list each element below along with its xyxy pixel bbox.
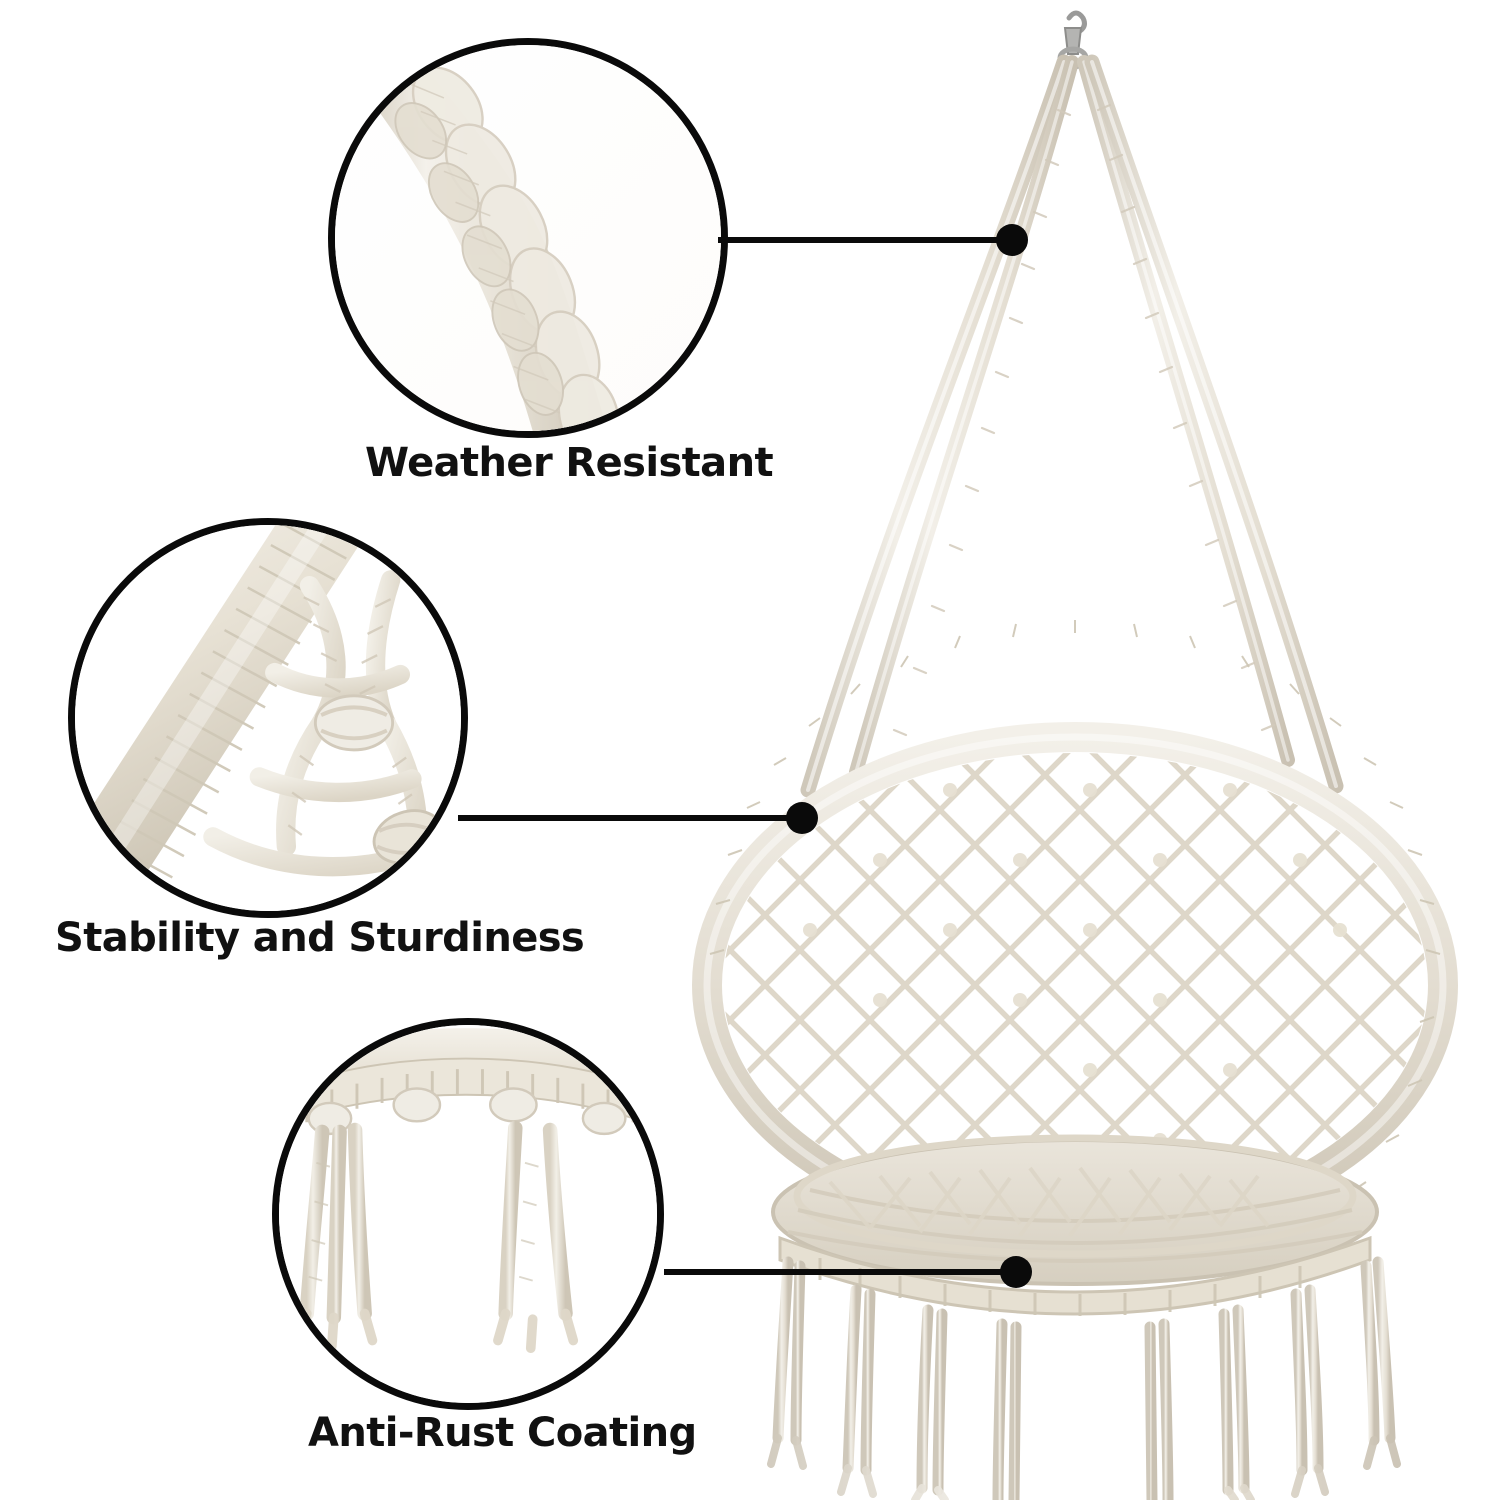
callout-label-stability-and-sturdiness: Stability and Sturdiness (55, 915, 585, 961)
connector-line-weather-resistant (718, 237, 1013, 243)
callout-circle-stability-and-sturdiness (68, 518, 468, 918)
macrame-knot-closeup-photo (75, 525, 461, 911)
connector-line-anti-rust-coating (664, 1269, 1016, 1275)
callout-circle-weather-resistant (328, 38, 728, 438)
callout-circle-anti-rust-coating (272, 1018, 664, 1410)
knotted-band (778, 1235, 1372, 1316)
callout-label-weather-resistant: Weather Resistant (365, 440, 774, 486)
woven-seat-base (771, 1134, 1379, 1286)
braided-suspension-ropes (800, 54, 1344, 798)
fringe-tassel-closeup-photo (279, 1025, 657, 1403)
connector-dot-anti-rust-coating (1000, 1256, 1032, 1288)
connector-line-stability-and-sturdiness (458, 815, 803, 821)
connector-dot-weather-resistant (996, 224, 1028, 256)
callout-label-anti-rust-coating: Anti-Rust Coating (308, 1410, 697, 1456)
product-image-hanging-chair (660, 0, 1500, 1500)
connector-dot-stability-and-sturdiness (786, 802, 818, 834)
braided-rope-closeup-photo (335, 45, 721, 431)
knotted-fringe-tassels (767, 1256, 1401, 1500)
